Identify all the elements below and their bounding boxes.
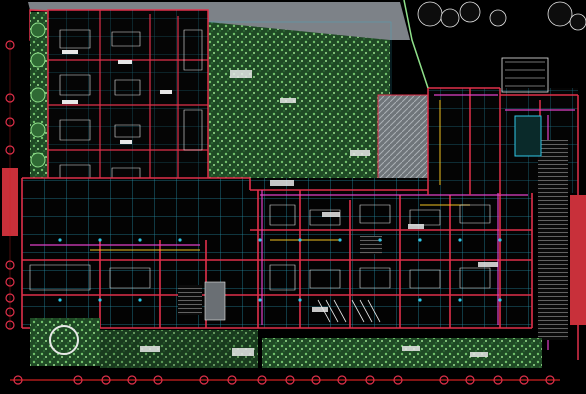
grid-axis-bubbles <box>13 375 555 385</box>
stair-core <box>360 236 382 254</box>
tree-cluster <box>417 1 586 31</box>
right-red-block <box>570 195 586 325</box>
south-landscape-strip <box>262 338 542 368</box>
east-stair-strip <box>538 140 568 340</box>
ne-pavilion <box>501 57 549 93</box>
courtyard-path <box>378 95 428 187</box>
